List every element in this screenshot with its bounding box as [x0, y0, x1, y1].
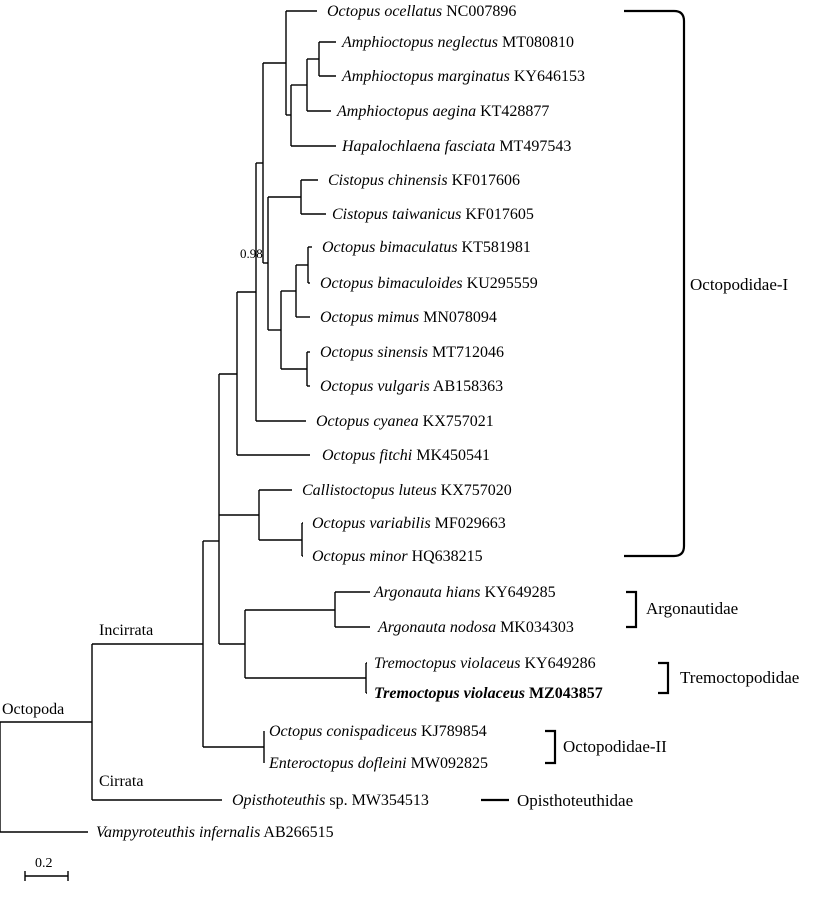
leaf-accession: KT428877 — [476, 103, 549, 120]
leaf-label: Amphioctopus neglectus MT080810 — [341, 34, 574, 51]
leaf-label: Opisthoteuthis sp. MW354513 — [232, 792, 429, 809]
leaf-species: Octopus fitchi — [322, 447, 412, 464]
leaf-label: Enteroctopus dofleini MW092825 — [268, 755, 488, 772]
bracket-tremoctopodidae — [658, 661, 670, 695]
leaf-species: Tremoctopus violaceus — [374, 685, 525, 702]
leaf-species: Octopus sinensis — [320, 344, 428, 361]
leaf-label: Octopus conispadiceus KJ789854 — [269, 723, 487, 740]
leaf-label: Octopus fitchi MK450541 — [322, 447, 490, 464]
leaf-label: Octopus variabilis MF029663 — [312, 515, 506, 532]
leaf-species: Octopus variabilis — [312, 515, 431, 532]
leaf-species: Enteroctopus dofleini — [268, 755, 407, 772]
leaf-species: Octopus vulgaris — [320, 378, 430, 395]
leaf-label: Octopus sinensis MT712046 — [320, 344, 504, 361]
leaf-accession: MT497543 — [495, 138, 571, 155]
leaf-accession: KJ789854 — [417, 723, 487, 740]
leaf-accession: MT712046 — [428, 344, 504, 361]
node-label-incirrata: Incirrata — [99, 622, 153, 639]
leaf-accession: KT581981 — [458, 239, 531, 256]
leaf-accession: KF017605 — [461, 206, 533, 223]
leaf-species: Opisthoteuthis — [232, 792, 325, 809]
leaf-accession: KX757020 — [437, 482, 512, 499]
leaf-accession: MK450541 — [412, 447, 490, 464]
clade-brackets — [481, 9, 686, 802]
leaf-suffix: sp. — [325, 792, 347, 809]
leaf-accession: KX757021 — [419, 413, 494, 430]
leaf-label: Octopus mimus MN078094 — [320, 309, 497, 326]
leaf-label: Argonauta hians KY649285 — [373, 584, 556, 601]
leaf-accession: HQ638215 — [408, 548, 483, 565]
leaf-species: Amphioctopus neglectus — [341, 34, 498, 51]
leaf-label: Hapalochlaena fasciata MT497543 — [341, 138, 571, 155]
leaf-label: Amphioctopus aegina KT428877 — [336, 103, 549, 120]
leaf-accession: MF029663 — [431, 515, 506, 532]
leaf-accession: MW092825 — [407, 755, 488, 772]
leaf-species: Tremoctopus violaceus — [374, 655, 521, 672]
clade-label-octopodidae-2: Octopodidae-II — [563, 737, 667, 756]
leaf-species: Amphioctopus marginatus — [341, 68, 510, 85]
clade-label-argonautidae: Argonautidae — [646, 599, 738, 618]
scale-bar: 0.2 — [24, 856, 69, 881]
leaf-species: Octopus bimaculatus — [322, 239, 458, 256]
leaf-accession: MZ043857 — [525, 685, 603, 702]
leaf-accession: KF017606 — [448, 172, 520, 189]
leaf-species: Amphioctopus aegina — [336, 103, 476, 120]
leaf-accession: KY646153 — [510, 68, 585, 85]
leaf-species: Octopus ocellatus — [327, 3, 442, 20]
leaf-label: Octopus bimaculoides KU295559 — [320, 275, 538, 292]
clade-label-octopodidae-1: Octopodidae-I — [690, 275, 789, 294]
leaf-label: Cistopus chinensis KF017606 — [328, 172, 520, 189]
leaf-species: Callistoctopus luteus — [302, 482, 437, 499]
leaf-species: Octopus conispadiceus — [269, 723, 417, 740]
leaf-accession: MW354513 — [348, 792, 429, 809]
node-label-cirrata: Cirrata — [99, 773, 143, 790]
leaf-label: Octopus bimaculatus KT581981 — [322, 239, 531, 256]
leaf-accession: MT080810 — [498, 34, 574, 51]
leaf-label: Tremoctopus violaceus KY649286 — [374, 655, 596, 672]
clade-label-tremoctopodidae: Tremoctopodidae — [680, 668, 799, 687]
leaf-accession: AB266515 — [260, 824, 333, 841]
leaf-label: Octopus minor HQ638215 — [312, 548, 483, 565]
leaf-accession: MK034303 — [496, 619, 574, 636]
leaf-label: Octopus cyanea KX757021 — [316, 413, 494, 430]
support-value: 0.98 — [240, 246, 263, 261]
leaf-accession: KY649286 — [521, 655, 596, 672]
leaf-label: Amphioctopus marginatus KY646153 — [341, 68, 585, 85]
leaf-accession: NC007896 — [442, 3, 516, 20]
leaf-species: Cistopus taiwanicus — [332, 206, 461, 223]
leaf-label: Callistoctopus luteus KX757020 — [302, 482, 512, 499]
node-label-octopoda: Octopoda — [2, 701, 64, 718]
bracket-argonautidae — [626, 590, 638, 629]
leaf-species: Argonauta nodosa — [377, 619, 496, 636]
leaf-accession: MN078094 — [419, 309, 497, 326]
leaf-accession: KU295559 — [463, 275, 538, 292]
clade-label-opisthoteuthidae: Opisthoteuthidae — [517, 791, 633, 810]
leaf-species: Octopus minor — [312, 548, 408, 565]
leaf-label: Octopus vulgaris AB158363 — [320, 378, 503, 395]
leaf-species: Octopus bimaculoides — [320, 275, 463, 292]
tree-branches — [0, 10, 370, 833]
leaf-species: Vampyroteuthis infernalis — [96, 824, 260, 841]
leaf-label: Cistopus taiwanicus KF017605 — [332, 206, 534, 223]
leaf-species: Cistopus chinensis — [328, 172, 448, 189]
leaf-accession: KY649285 — [481, 584, 556, 601]
leaf-label: Octopus ocellatus NC007896 — [327, 3, 516, 20]
leaf-species: Argonauta hians — [373, 584, 481, 601]
leaf-species: Octopus cyanea — [316, 413, 419, 430]
scale-bar-label: 0.2 — [35, 856, 53, 871]
leaf-label: Vampyroteuthis infernalis AB266515 — [96, 824, 334, 841]
leaf-label: Tremoctopus violaceus MZ043857 — [374, 685, 603, 702]
leaf-species: Octopus mimus — [320, 309, 419, 326]
bracket-octopodidae-2 — [545, 729, 557, 765]
bracket-octopodidae-1 — [624, 9, 686, 558]
leaf-label: Argonauta nodosa MK034303 — [377, 619, 574, 636]
leaf-accession: AB158363 — [430, 378, 503, 395]
leaf-species: Hapalochlaena fasciata — [341, 138, 495, 155]
